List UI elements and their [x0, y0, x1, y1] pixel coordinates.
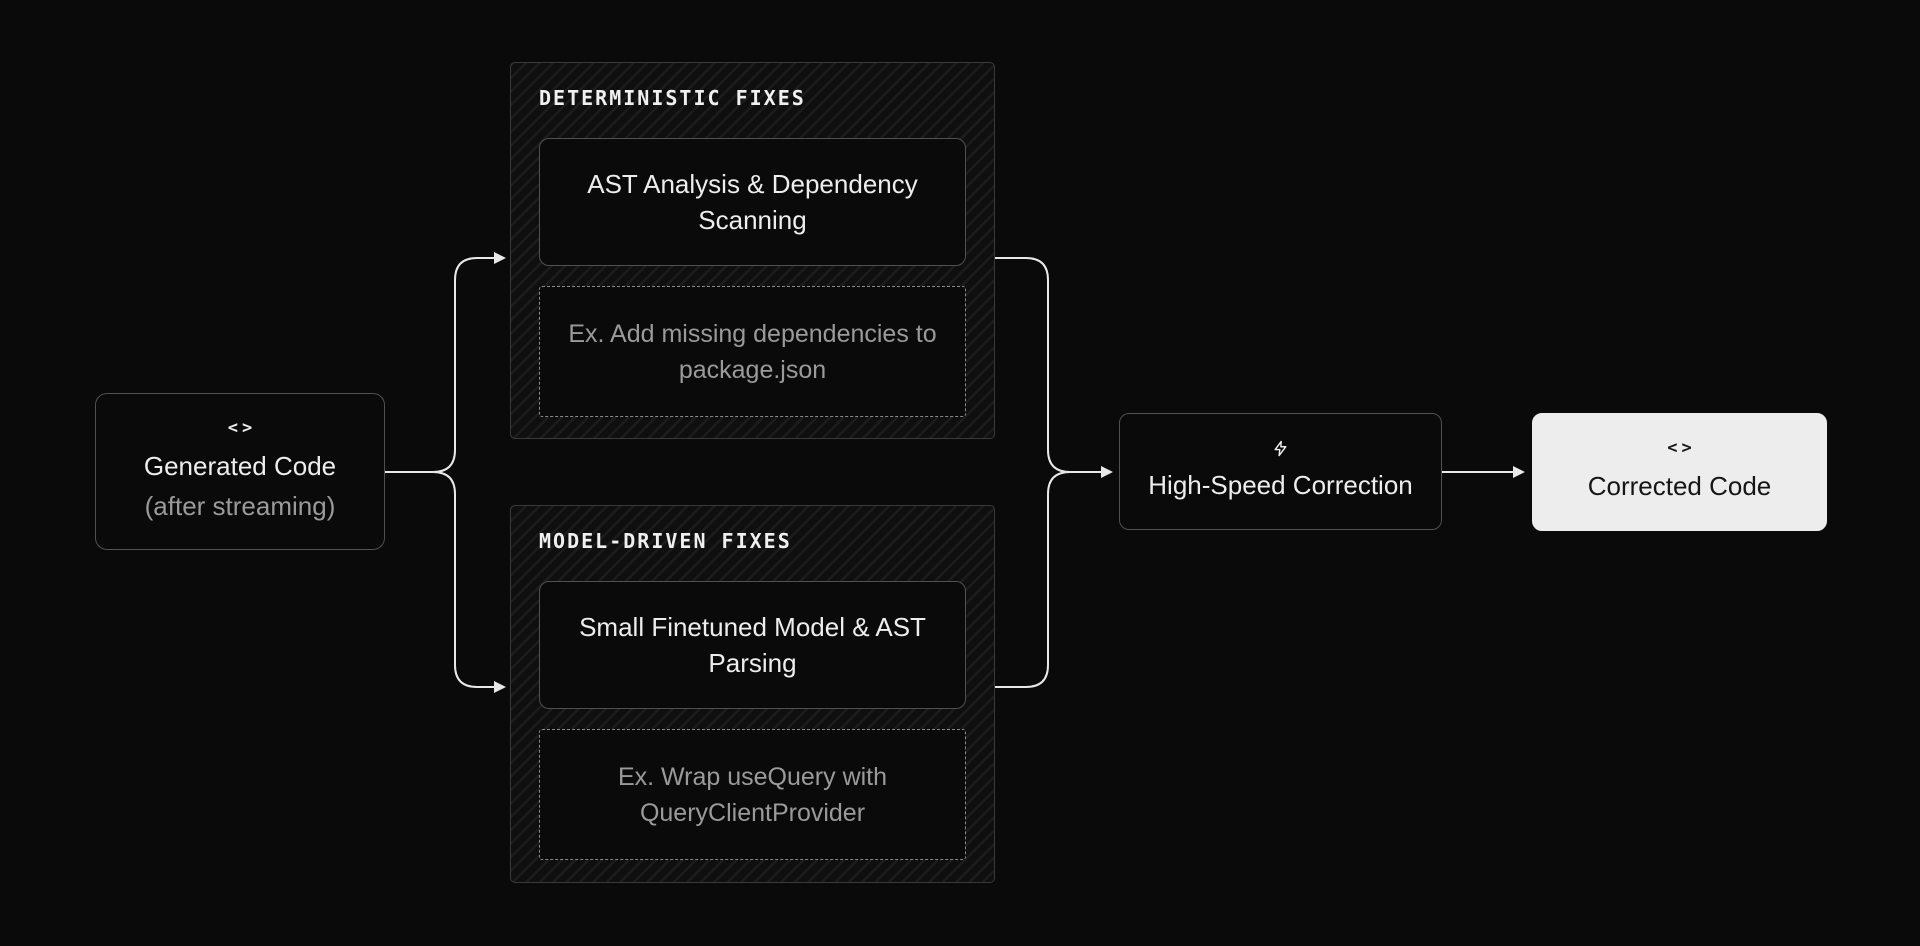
node-high-speed-correction: High-Speed Correction — [1119, 413, 1442, 530]
panel-model-driven-fixes: MODEL-DRIVEN FIXES Small Finetuned Model… — [510, 505, 995, 883]
model-driven-method-label: Small Finetuned Model & AST Parsing — [579, 612, 926, 678]
node-corrected-code: <> Corrected Code — [1532, 413, 1827, 531]
node-generated-code: <> Generated Code (after streaming) — [95, 393, 385, 550]
deterministic-example-label: Ex. Add missing dependencies to package.… — [568, 319, 937, 384]
arrow-deterministic-to-correction — [995, 257, 1113, 478]
model-driven-example-label: Ex. Wrap useQuery with QueryClientProvid… — [617, 762, 888, 827]
code-icon: <> — [1667, 438, 1696, 458]
arrow-model-to-correction — [995, 471, 1090, 688]
high-speed-correction-title: High-Speed Correction — [1148, 469, 1413, 500]
corrected-code-title: Corrected Code — [1587, 471, 1772, 501]
generated-code-title: Generated Code — [143, 450, 337, 481]
model-driven-panel-title: MODEL-DRIVEN FIXES — [539, 529, 792, 553]
model-driven-example-box: Ex. Wrap useQuery with QueryClientProvid… — [539, 729, 966, 860]
deterministic-method-box: AST Analysis & Dependency Scanning — [539, 138, 966, 266]
model-driven-method-box: Small Finetuned Model & AST Parsing — [539, 581, 966, 709]
deterministic-panel-title: DETERMINISTIC FIXES — [539, 86, 806, 110]
deterministic-method-label: AST Analysis & Dependency Scanning — [587, 169, 918, 235]
zap-icon — [1272, 439, 1289, 458]
arrow-generated-to-model — [385, 471, 506, 693]
code-icon: <> — [227, 417, 257, 438]
deterministic-example-box: Ex. Add missing dependencies to package.… — [539, 286, 966, 417]
generated-code-subtitle: (after streaming) — [144, 490, 336, 521]
arrow-generated-to-deterministic — [385, 252, 506, 473]
panel-deterministic-fixes: DETERMINISTIC FIXES AST Analysis & Depen… — [510, 62, 995, 439]
